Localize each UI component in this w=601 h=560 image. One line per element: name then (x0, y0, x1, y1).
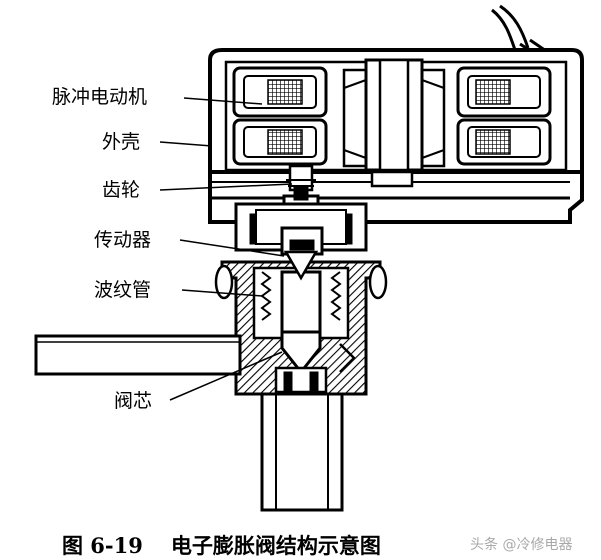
inlet-pipe (34, 334, 242, 376)
label-gear: 齿轮 (102, 179, 141, 201)
label-bellows: 波纹管 (94, 279, 152, 301)
motor-rotor (342, 58, 446, 188)
motor-coils (232, 66, 552, 166)
label-spool: 阀芯 (114, 390, 153, 412)
leader-lines (159, 97, 293, 401)
valve-spool (274, 330, 356, 394)
actuator-housing (234, 202, 368, 256)
figure-caption: 图 6-19 电子膨胀阀结构示意图 (62, 530, 381, 560)
figure-number: 图 6-19 (62, 533, 143, 558)
label-pulse-motor: 脉冲电动机 (52, 86, 148, 108)
figure-title: 电子膨胀阀结构示意图 (170, 533, 381, 558)
label-shell: 外壳 (102, 131, 141, 153)
outlet-pipe (260, 392, 344, 512)
label-actuator: 传动器 (94, 229, 152, 251)
watermark-text: 头条 @冷修电器 (470, 537, 573, 553)
